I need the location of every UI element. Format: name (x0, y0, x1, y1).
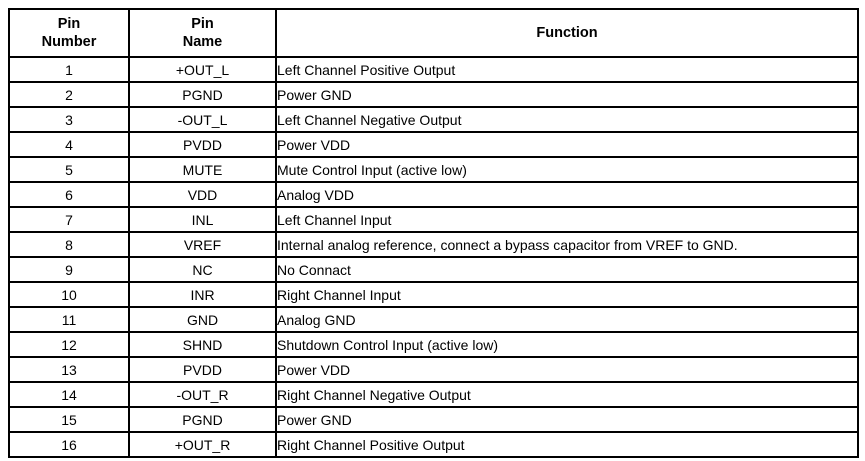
header-label-line: Number (41, 34, 97, 50)
pin-name-cell: SHND (128, 331, 277, 358)
pin-name-cell: MUTE (128, 156, 277, 183)
pin-number-cell: 8 (8, 231, 130, 258)
pin-name-cell: VDD (128, 181, 277, 208)
pin-number-cell: 2 (8, 81, 130, 108)
pin-name-cell: PGND (128, 406, 277, 433)
column-header-pin-number: Pin Number (8, 8, 130, 58)
pin-number-cell: 15 (8, 406, 130, 433)
pin-name-cell: GND (128, 306, 277, 333)
pin-name-cell: INR (128, 281, 277, 308)
function-cell: Power VDD (275, 131, 859, 158)
function-cell: Right Channel Negative Output (275, 381, 859, 408)
pin-name-cell: -OUT_L (128, 106, 277, 133)
header-label-line: Pin (191, 16, 214, 32)
function-cell: Internal analog reference, connect a byp… (275, 231, 859, 258)
function-cell: Right Channel Input (275, 281, 859, 308)
pin-name-cell: PGND (128, 81, 277, 108)
pin-number-cell: 11 (8, 306, 130, 333)
column-header-pin-name: Pin Name (128, 8, 277, 58)
pin-number-cell: 1 (8, 56, 130, 83)
function-cell: Power VDD (275, 356, 859, 383)
pin-name-cell: PVDD (128, 356, 277, 383)
table-header: Pin Number Pin Name Function (8, 8, 859, 58)
function-cell: Left Channel Positive Output (275, 56, 859, 83)
pin-name-cell: -OUT_R (128, 381, 277, 408)
pin-number-cell: 10 (8, 281, 130, 308)
pin-number-cell: 9 (8, 256, 130, 283)
function-cell: Left Channel Negative Output (275, 106, 859, 133)
function-cell: Right Channel Positive Output (275, 431, 859, 458)
pin-name-cell: PVDD (128, 131, 277, 158)
function-cell: Mute Control Input (active low) (275, 156, 859, 183)
pin-number-cell: 14 (8, 381, 130, 408)
header-label-line: Name (182, 34, 223, 50)
pin-number-cell: 3 (8, 106, 130, 133)
function-cell: Analog VDD (275, 181, 859, 208)
function-cell: Shutdown Control Input (active low) (275, 331, 859, 358)
pin-name-cell: VREF (128, 231, 277, 258)
function-cell: Power GND (275, 81, 859, 108)
pin-name-cell: NC (128, 256, 277, 283)
function-cell: Left Channel Input (275, 206, 859, 233)
function-cell: No Connact (275, 256, 859, 283)
pin-number-cell: 6 (8, 181, 130, 208)
pin-number-cell: 12 (8, 331, 130, 358)
pin-number-cell: 4 (8, 131, 130, 158)
header-row: Pin Number Pin Name Function (8, 8, 859, 58)
pin-name-cell: +OUT_R (128, 431, 277, 458)
pin-number-cell: 13 (8, 356, 130, 383)
pin-name-cell: +OUT_L (128, 56, 277, 83)
column-header-function: Function (275, 8, 859, 58)
pin-number-cell: 5 (8, 156, 130, 183)
pin-number-cell: 16 (8, 431, 130, 458)
pin-number-cell: 7 (8, 206, 130, 233)
function-cell: Analog GND (275, 306, 859, 333)
pin-name-cell: INL (128, 206, 277, 233)
header-label-line: Pin (57, 16, 81, 32)
function-cell: Power GND (275, 406, 859, 433)
